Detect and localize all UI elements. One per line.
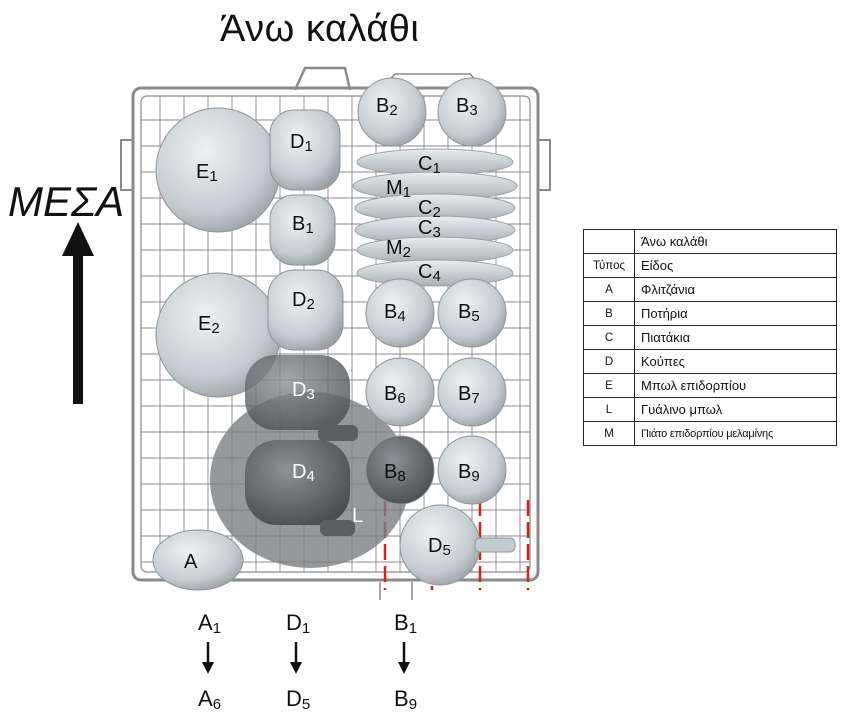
item-label-b1: B1 (292, 213, 314, 237)
item-label-d1: D1 (290, 131, 313, 155)
item-label-l: L (352, 505, 363, 527)
diagram-title: Άνω καλάθι (220, 8, 420, 50)
item-label-b3: B3 (456, 95, 478, 119)
sequence-start-a: A1 (198, 610, 221, 637)
item-label-m2: M2 (386, 237, 411, 261)
inside-direction-arrow-icon (62, 222, 94, 404)
legend-col-type: Τύπος (583, 253, 635, 278)
item-label-c3: C3 (418, 217, 441, 241)
item-label-b6: B6 (384, 383, 406, 407)
item-label-d2: D2 (292, 289, 315, 313)
sequence-start-d: D1 (286, 610, 310, 637)
down-arrow-icon (290, 642, 302, 674)
item-label-c4: C4 (418, 261, 441, 285)
legend-column-row: Τύπος Είδος (583, 253, 837, 278)
item-label-d3: D3 (292, 379, 315, 403)
item-label-b8: B8 (384, 461, 406, 485)
sequence-end-a: A6 (198, 686, 221, 713)
item-label-c2: C2 (418, 197, 441, 221)
cup-A (152, 529, 244, 591)
sequence-start-b: B1 (394, 610, 417, 637)
item-label-b4: B4 (384, 301, 406, 325)
legend-col-item: Είδος (634, 253, 837, 278)
item-label-d4: D4 (292, 461, 315, 485)
item-label-b7: B7 (458, 383, 480, 407)
legend-header-row: Άνω καλάθι (583, 229, 837, 254)
item-label-a: A (184, 551, 198, 573)
item-label-b9: B9 (458, 461, 480, 485)
bowl-E1 (155, 107, 281, 233)
item-label-d5: D5 (428, 535, 451, 559)
item-label-b2: B2 (376, 95, 398, 119)
sequence-end-b: B9 (394, 686, 417, 713)
item-label-c1: C1 (418, 153, 441, 177)
glasses (357, 77, 507, 505)
item-label-m1: M1 (386, 177, 411, 201)
mugs (245, 109, 516, 586)
legend-header: Άνω καλάθι (634, 229, 837, 254)
sequence-end-d: D5 (286, 686, 310, 713)
item-label-e1: E1 (196, 161, 218, 185)
inside-label: ΜΕΣΑ (8, 178, 125, 225)
down-arrow-icon (398, 642, 410, 674)
saucers (352, 148, 518, 287)
item-label-b5: B5 (458, 301, 480, 325)
down-arrow-icon (202, 642, 214, 674)
item-label-e2: E2 (198, 313, 220, 337)
